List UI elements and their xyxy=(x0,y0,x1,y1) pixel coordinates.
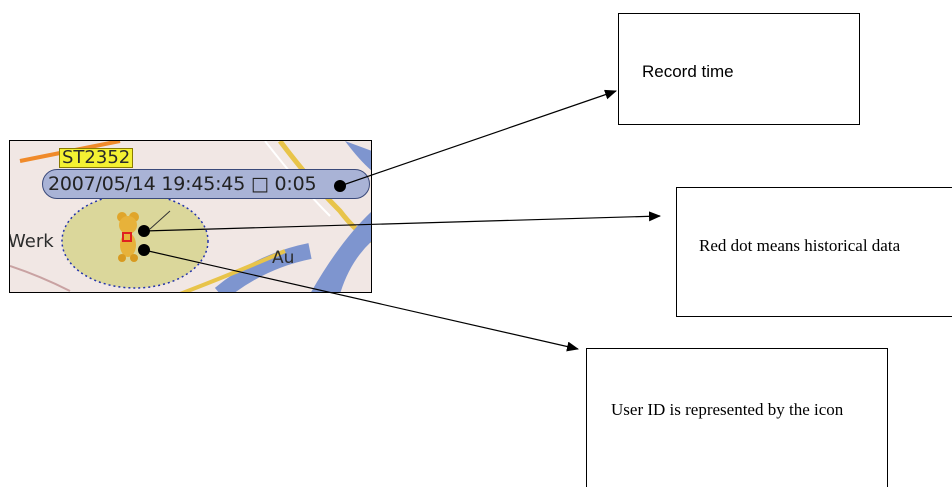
place-label-werk: Werk xyxy=(9,231,54,252)
callout-user-id-text: User ID is represented by the icon xyxy=(611,400,844,419)
river-upper xyxy=(345,141,371,171)
map-snippet: ST2352 2007/05/14 19:45:45 □ 0:05 Werk A… xyxy=(9,140,372,293)
callout-red-dot-text: Red dot means historical data xyxy=(699,236,901,255)
historical-marker xyxy=(122,232,132,242)
callout-red-dot: Red dot means historical data xyxy=(676,187,952,317)
place-label-au: Au xyxy=(272,248,295,268)
river xyxy=(311,211,371,292)
unit-tag: ST2352 xyxy=(59,148,134,168)
callout-record-time: Record time xyxy=(618,13,860,125)
callout-user-id: User ID is represented by the icon xyxy=(586,348,888,487)
teddy-bear-icon xyxy=(117,212,139,262)
timestamp-label: 2007/05/14 19:45:45 □ 0:05 xyxy=(48,173,317,195)
timestamp-pill xyxy=(42,169,370,199)
callout-record-time-text: Record time xyxy=(642,62,734,81)
arrow-record-time xyxy=(339,89,617,187)
road-minor xyxy=(10,265,71,292)
